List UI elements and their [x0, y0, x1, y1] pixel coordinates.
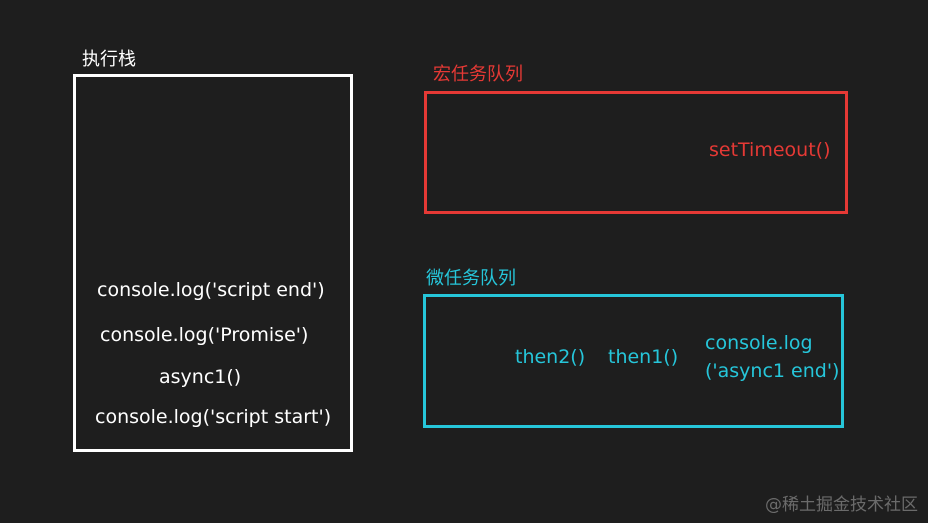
- watermark-text: @稀土掘金技术社区: [765, 495, 918, 515]
- micro-item-console-log: console.log: [705, 332, 813, 354]
- macro-item-settimeout: setTimeout(): [709, 139, 831, 161]
- stack-item-script-end: console.log('script end'): [97, 279, 325, 301]
- execution-stack-title: 执行栈: [82, 49, 136, 70]
- micro-task-queue-box: [423, 294, 844, 428]
- stack-item-promise: console.log('Promise'): [100, 324, 309, 346]
- micro-item-then1: then1(): [608, 346, 679, 368]
- stack-item-async1: async1(): [159, 366, 242, 388]
- macro-task-queue-box: [424, 91, 848, 214]
- execution-stack-box: [73, 74, 353, 452]
- stack-item-script-start: console.log('script start'): [95, 406, 332, 428]
- micro-task-queue-title: 微任务队列: [426, 268, 516, 289]
- micro-item-then2: then2(): [515, 346, 586, 368]
- micro-item-async1-end: ('async1 end'): [705, 360, 840, 382]
- macro-task-queue-title: 宏任务队列: [433, 64, 523, 85]
